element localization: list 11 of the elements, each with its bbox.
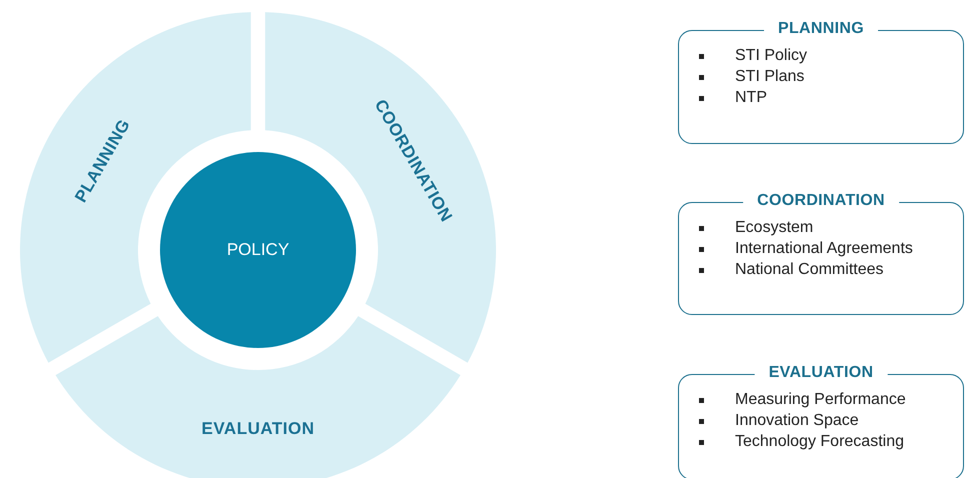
- list-item: STI Policy: [735, 47, 808, 65]
- list-item: International Agreements: [735, 240, 913, 258]
- list-item: Technology Forecasting: [735, 433, 904, 451]
- list-item: Innovation Space: [735, 412, 859, 430]
- list-item: National Committees: [735, 261, 884, 279]
- list-item: STI Plans: [735, 68, 804, 86]
- list-item: NTP: [735, 89, 767, 107]
- circle-label: POLICY: [226, 240, 290, 260]
- list-item: Measuring Performance: [735, 391, 906, 409]
- segment-label: EVALUATION: [202, 419, 314, 439]
- list-item: Ecosystem: [735, 219, 814, 237]
